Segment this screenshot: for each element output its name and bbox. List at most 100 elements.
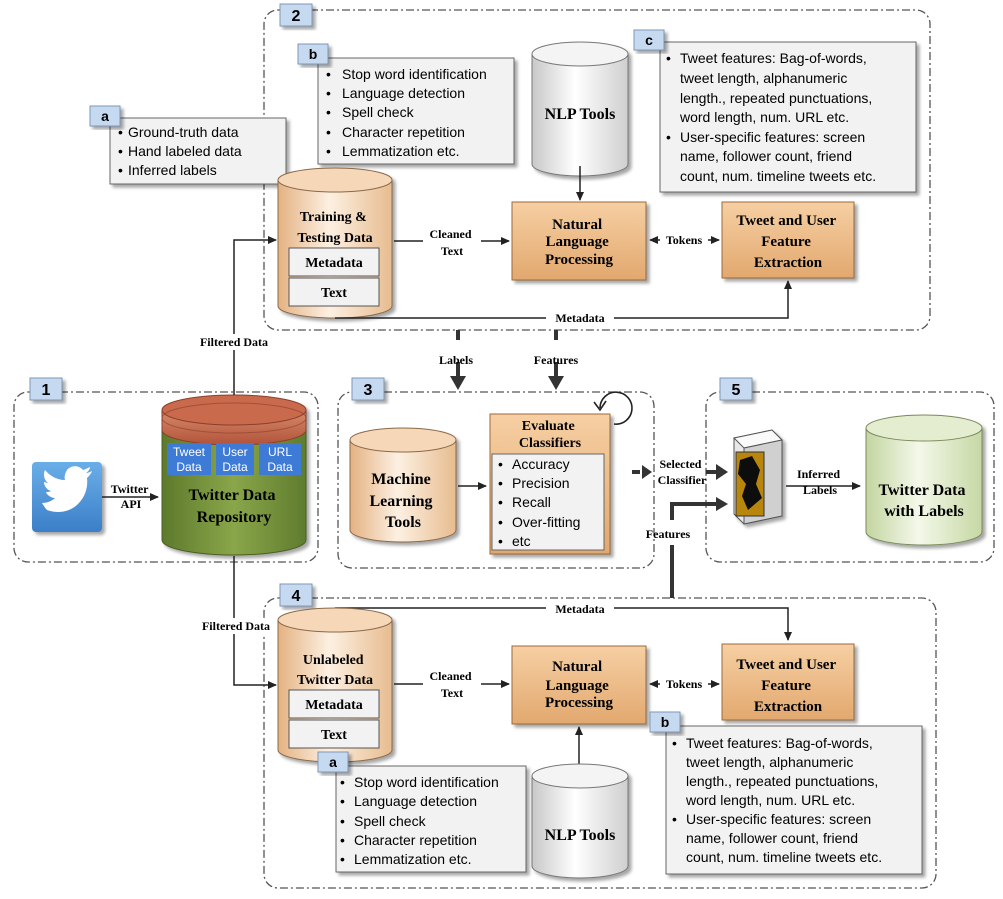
metadata-arrow-bottom [335,607,792,641]
svg-text:•: • [326,66,331,82]
unlabeled-metadata-box [288,689,380,719]
svg-text:•: • [672,811,677,827]
filtered-data-up-arrow [233,236,277,395]
metric-item: Precision [512,475,570,491]
filtered-data-up-bg [188,334,280,350]
metadata-line-bg [546,310,614,326]
features-classifier-label: Features [646,527,691,541]
section-2-badge: 2 [279,3,313,27]
svg-text:length., repeated punctuations: length., repeated punctuations, [686,773,878,789]
svg-text:•: • [326,85,331,101]
note-b-features-bottom: b • Tweet features: Bag-of-words, tweet … [649,711,923,875]
features-connector [670,502,716,598]
inferred-labels-label: Inferred Labels [797,467,843,497]
evaluate-metrics-list [491,453,605,551]
svg-text:tweet length, alphanumeric: tweet length, alphanumeric [686,754,853,770]
svg-text:User-specific features: screen: User-specific features: screen [680,129,865,145]
cleaned-text-label-bottom: Cleaned Text [430,669,475,700]
svg-text:b: b [309,46,318,62]
svg-text:count, num. timeline tweets et: count, num. timeline tweets etc. [680,168,876,184]
note-b-item: Spell check [342,104,415,120]
svg-text:word length, num. URL etc.: word length, num. URL etc. [685,792,855,808]
section-4-number: 4 [292,588,301,605]
svg-text:•: • [672,735,677,751]
svg-text:•: • [326,104,331,120]
training-text-label: Text [321,286,347,301]
svg-text:length., repeated punctuations: length., repeated punctuations, [680,90,872,106]
note-a-item: Ground-truth data [128,124,239,140]
refresh-loop-icon [593,391,633,425]
nlp-process-box-bottom [511,645,647,725]
unlabeled-metadata-label: Metadata [305,698,363,713]
nlp-process-label: Natural Language Processing [545,217,614,268]
section-5-number: 5 [732,382,741,399]
note-a-bottom-item: Stop word identification [354,774,499,790]
metric-item: Over-fitting [512,514,580,530]
tokens-label-bottom: Tokens [666,677,703,691]
svg-text:•: • [340,832,345,848]
note-b-item: Language detection [342,85,465,101]
unlabeled-db-title: Unlabeled Twitter Data [297,653,373,688]
svg-text:a: a [101,108,109,124]
nlp-tools-label-bottom: NLP Tools [545,827,616,844]
svg-text:tweet length, alphanumeric: tweet length, alphanumeric [680,70,847,86]
feature-extraction-label: Tweet and User Feature Extraction [736,213,839,271]
training-db-title: Training & Testing Data [297,210,372,246]
training-metadata-label: Metadata [305,256,363,271]
machine-learning-tools [349,427,457,543]
note-a-labels: a •Ground-truth data •Hand labeled data … [89,105,287,185]
section-4-badge: 4 [279,583,313,607]
note-a-item: Hand labeled data [128,143,242,159]
filtered-data-down-arrow [233,556,277,689]
section-1-badge: 1 [29,377,63,401]
note-a-item: Inferred labels [128,162,217,178]
labels-label: Labels [439,353,473,367]
tokens-bottom-bg [660,676,708,692]
metadata-line-bottom-bg [546,601,614,617]
section-1-number: 1 [42,382,51,399]
training-metadata-box [288,247,380,277]
svg-text:•: • [326,124,331,140]
svg-text:•: • [498,456,503,472]
svg-text:•: • [498,533,503,549]
note-a-bottom-item: Spell check [354,813,427,829]
svg-text:•: • [340,813,345,829]
note-b-preprocessing: b • Stop word identification • Language de… [297,43,515,165]
unlabeled-text-label: Text [321,728,347,743]
metadata-arrow [335,280,792,319]
metric-item: Recall [512,494,551,510]
evaluate-classifiers-title: Evaluate Classifiers [519,419,582,451]
svg-text:•: • [498,514,503,530]
feature-extraction-box-bottom [721,643,855,721]
twitter-api-label: Twitter API [111,482,152,511]
svg-text:User-specific features: screen: User-specific features: screen [686,811,871,827]
twitter-data-with-labels [865,414,983,546]
section-badges: 2 1 3 5 4 [29,3,753,607]
labeled-db-label: Twitter Data with Labels [879,482,970,520]
svg-text:name, follower count, friend: name, follower count, friend [686,830,858,846]
svg-text:word length, num. URL etc.: word length, num. URL etc. [679,109,849,125]
svg-text:•: • [666,50,671,66]
svg-text:•: • [118,124,123,140]
note-b-item: Stop word identification [342,66,487,82]
filtered-data-down-label: Filtered Data [202,619,270,633]
nlp-tools-cylinder-top [531,41,629,177]
svg-text:a: a [329,754,337,770]
training-text-box [288,277,380,307]
tokens-bg [660,232,708,248]
nlp-tools-cylinder-bottom [531,763,629,879]
features-label: Features [534,353,579,367]
filtered-data-up-label: Filtered Data [200,335,268,349]
svg-text:•: • [118,143,123,159]
labels-features-connectors: Labels Features [439,330,579,390]
section-4-border [263,597,937,889]
section-5-border [705,391,995,563]
cleaned-text-bg [423,226,481,258]
svg-text:•: • [340,774,345,790]
